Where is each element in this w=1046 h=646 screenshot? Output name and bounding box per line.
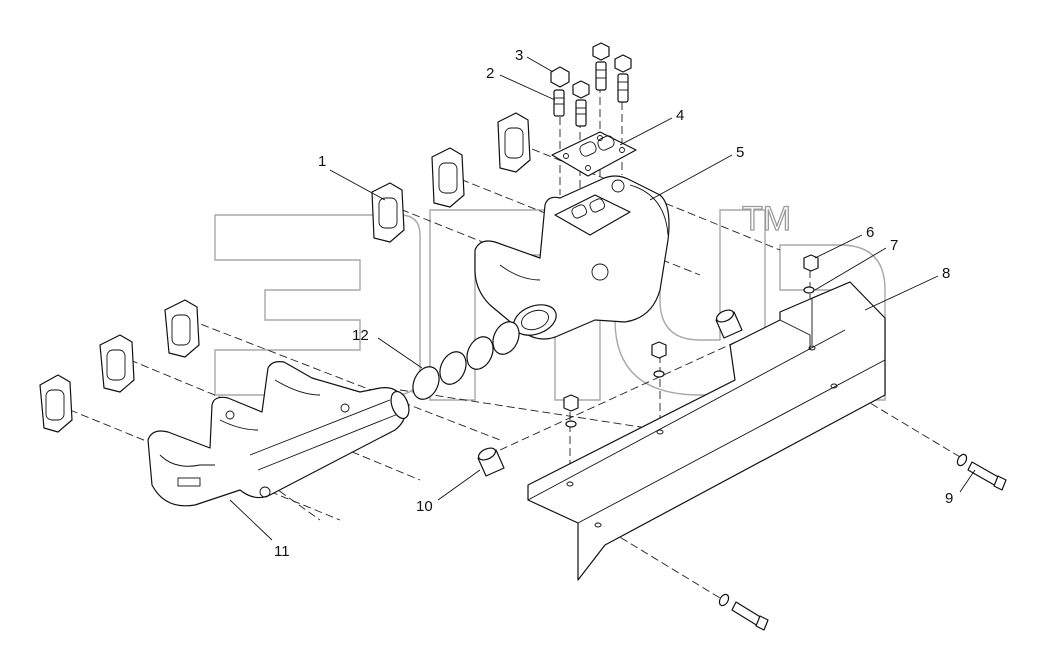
nut xyxy=(572,80,590,99)
callout-5: 5 xyxy=(736,144,744,161)
stud xyxy=(595,61,607,91)
stud xyxy=(575,99,587,127)
stud xyxy=(617,73,629,103)
gasket xyxy=(164,299,200,358)
nut xyxy=(550,66,570,88)
callout-11: 11 xyxy=(274,543,290,560)
flange-gasket xyxy=(551,131,637,177)
shield-bolt xyxy=(718,593,769,631)
spacer-sleeve xyxy=(715,309,743,339)
shield-bolt xyxy=(956,453,1007,491)
callout-9: 9 xyxy=(945,490,953,507)
gasket xyxy=(431,147,465,208)
callout-6: 6 xyxy=(866,224,874,241)
stud xyxy=(553,89,565,117)
rear-exhaust-manifold xyxy=(474,175,670,340)
heat-shield xyxy=(527,281,886,581)
callout-12: 12 xyxy=(352,327,369,344)
nut xyxy=(614,54,632,73)
gasket xyxy=(497,112,531,173)
o-rings xyxy=(412,321,520,400)
trademark-mark: TM xyxy=(742,200,791,238)
callout-3: 3 xyxy=(515,47,523,64)
callout-2: 2 xyxy=(486,65,494,82)
callout-7: 7 xyxy=(890,237,898,254)
studs-and-nuts xyxy=(550,42,632,127)
leader-lines xyxy=(229,56,976,541)
bolt-washer-set xyxy=(563,254,819,428)
front-exhaust-manifold xyxy=(147,361,410,507)
nut xyxy=(592,42,610,61)
gasket-group xyxy=(39,112,531,433)
gasket xyxy=(99,334,135,393)
callout-1: 1 xyxy=(318,153,326,170)
gasket xyxy=(371,182,405,243)
callout-8: 8 xyxy=(942,265,950,282)
spacer-sleeve xyxy=(477,447,505,477)
callout-10: 10 xyxy=(416,498,433,515)
callout-4: 4 xyxy=(676,107,684,124)
gasket xyxy=(39,374,73,433)
callout-labels: 1 2 3 4 5 6 7 8 9 10 11 12 xyxy=(274,47,953,560)
